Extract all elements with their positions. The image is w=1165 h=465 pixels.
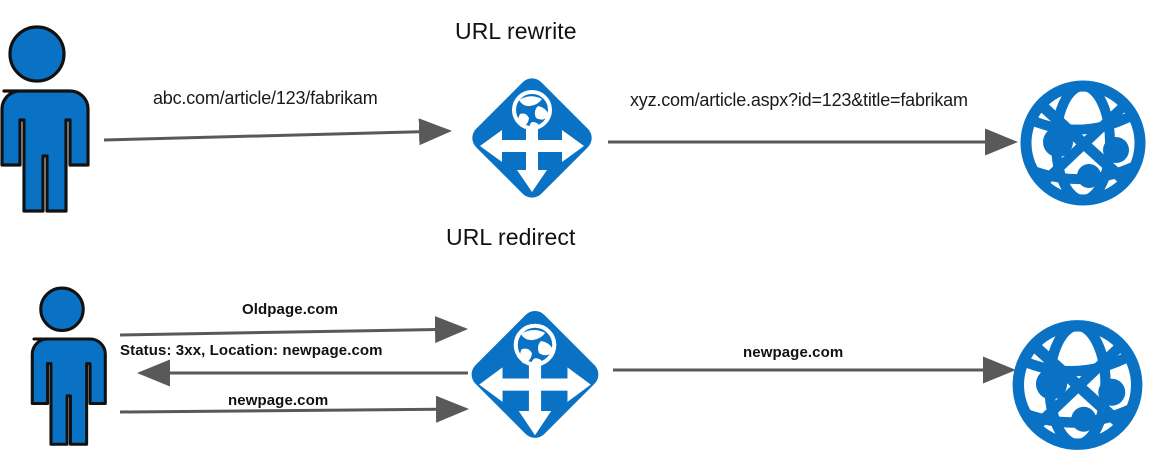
arrow-client-to-lb-newpage (119, 395, 469, 423)
user-icon (17, 272, 107, 462)
label-step-status: Status: 3xx, Location: newpage.com (120, 342, 383, 359)
label-request-url: abc.com/article/123/fabrikam (153, 88, 378, 108)
label-step-oldpage: Oldpage.com (242, 301, 339, 318)
load-balancer-icon (464, 296, 606, 461)
label-server-request-newpage: newpage.com (743, 344, 844, 361)
user-icon (0, 25, 90, 213)
label-step-newpage: newpage.com (228, 392, 329, 409)
section-title-url-redirect: URL redirect (446, 224, 576, 250)
load-balancer-icon (462, 68, 602, 208)
section-title-url-rewrite: URL rewrite (455, 18, 577, 44)
arrow-client-to-lb-oldpage (119, 316, 468, 344)
web-globe-icon (1018, 78, 1148, 208)
label-rewritten-url: xyz.com/article.aspx?id=123&title=fabrik… (630, 90, 968, 110)
web-globe-icon (1010, 305, 1145, 465)
arrow-client-to-lb-top (103, 118, 452, 146)
